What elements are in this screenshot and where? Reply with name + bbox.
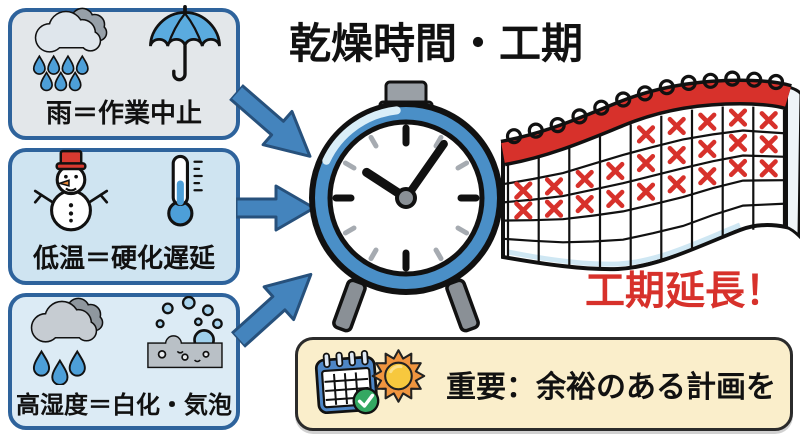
note-label: 重要：余裕のある計画を: [446, 371, 776, 404]
humidity-surface-icon: [147, 296, 223, 369]
arrow-icon: [236, 184, 316, 232]
rain-cloud-icon: [30, 297, 104, 385]
calendar-check-icon: [314, 349, 380, 415]
schedule-extension-label: 工期延長！: [585, 269, 785, 313]
factor-box-cold: 低温＝硬化遅延: [8, 148, 240, 285]
factor-icons: [18, 293, 230, 385]
umbrella-icon: [149, 5, 221, 82]
rain-cloud-icon: [32, 7, 108, 92]
alarm-clock-illustration: [309, 80, 503, 333]
arrow-icon: [228, 83, 312, 158]
sun-icon: [371, 349, 426, 403]
factor-box-humidity: 高湿度＝白化・気泡: [8, 293, 240, 430]
calendar-illustration: [500, 70, 800, 272]
factor-icons: [25, 146, 223, 238]
factor-box-rain: 雨＝作業中止: [8, 5, 240, 140]
factor-icons: [21, 1, 227, 93]
note-box: 重要：余裕のある計画を: [295, 337, 793, 431]
factor-label: 雨＝作業中止: [45, 98, 202, 128]
snowman-icon: [33, 149, 109, 232]
arrow-icon: [230, 272, 313, 349]
page-title: 乾燥時間・工期: [288, 20, 583, 67]
factor-label: 高湿度＝白化・気泡: [16, 392, 232, 419]
factor-label: 低温＝硬化遅延: [32, 243, 215, 273]
thermometer-icon: [167, 154, 203, 227]
